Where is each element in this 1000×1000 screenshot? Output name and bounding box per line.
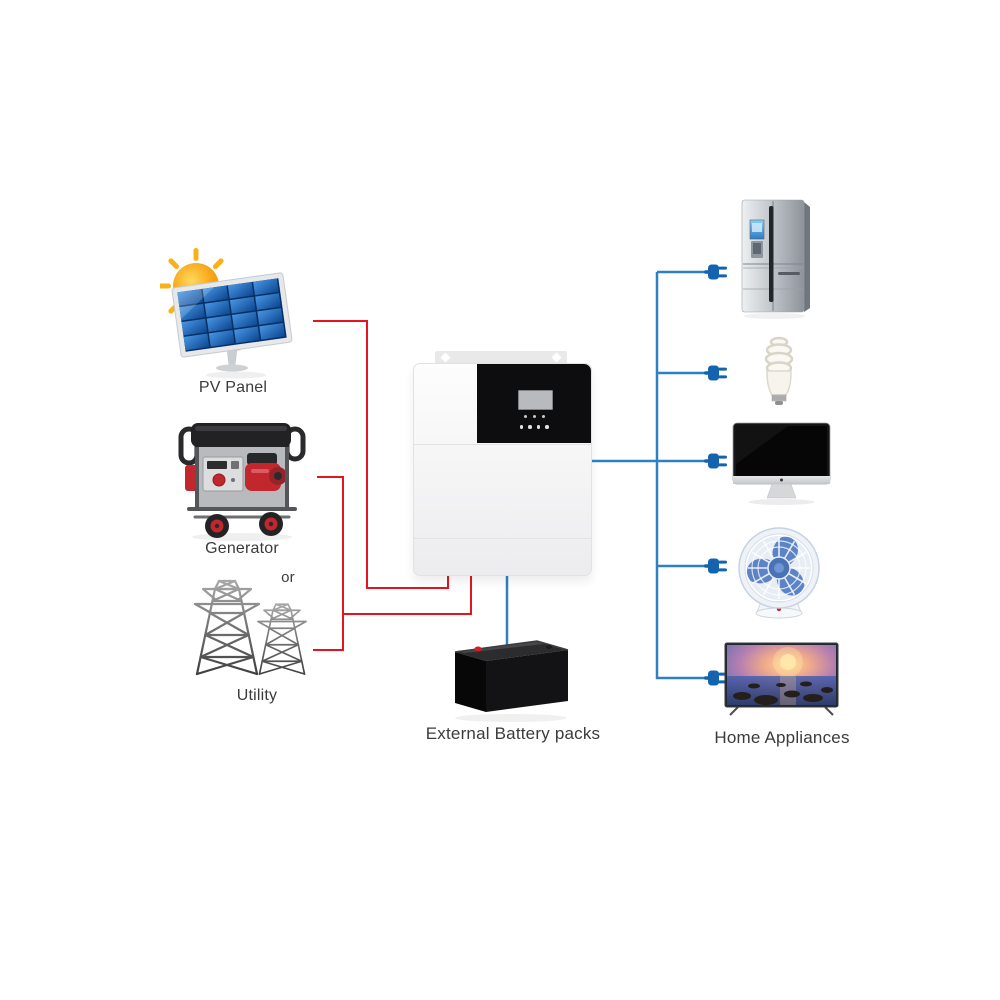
bracket-hole bbox=[440, 352, 451, 363]
light-bulb-icon bbox=[764, 336, 794, 405]
inverter-seam bbox=[414, 444, 591, 445]
pv-panel-label: PV Panel bbox=[198, 379, 268, 396]
refrigerator-icon bbox=[741, 199, 810, 319]
pv-to-inverter-line bbox=[313, 320, 449, 589]
inverter-led-row bbox=[477, 415, 591, 418]
power-plug-icon-monitor bbox=[704, 453, 727, 469]
or-label: or bbox=[281, 569, 295, 586]
power-plug-icon-fridge bbox=[704, 264, 727, 280]
power-plug-icon-fan bbox=[704, 558, 727, 574]
generator-utility-line bbox=[313, 476, 344, 651]
utility-towers-icon bbox=[193, 579, 307, 676]
utility-label: Utility bbox=[236, 687, 278, 704]
generator-label: Generator bbox=[205, 540, 279, 557]
battery-label: External Battery packs bbox=[425, 724, 601, 743]
solar-panel-icon bbox=[160, 248, 293, 379]
bracket-hole bbox=[551, 352, 562, 363]
power-plug-icon-bulb bbox=[704, 365, 727, 381]
inverter-lcd-screen bbox=[518, 390, 553, 410]
bus-to-inverter-line bbox=[343, 574, 472, 615]
inverter-button-row bbox=[477, 425, 591, 429]
computer-monitor-icon bbox=[732, 422, 831, 505]
home-appliances-label: Home Appliances bbox=[714, 728, 850, 747]
television-icon bbox=[724, 642, 839, 716]
generator-icon bbox=[178, 423, 306, 541]
inverter-icon bbox=[413, 363, 592, 576]
inverter-mounting-bracket bbox=[435, 351, 567, 364]
appliance-trunk-line bbox=[655, 272, 708, 680]
battery-icon bbox=[454, 640, 569, 722]
inverter-seam bbox=[414, 538, 591, 539]
desk-fan-icon bbox=[738, 527, 820, 619]
inverter-display-panel bbox=[477, 364, 591, 443]
power-plug-icon-tv bbox=[704, 670, 727, 686]
